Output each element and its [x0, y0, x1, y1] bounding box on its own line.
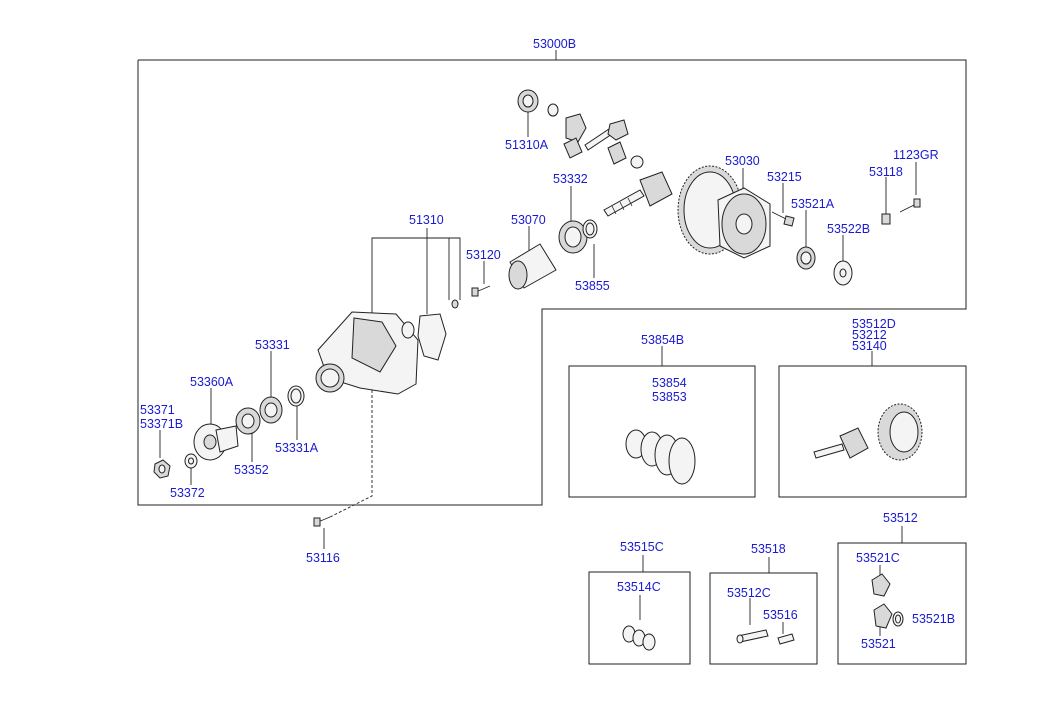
- label-53522B[interactable]: 53522B: [827, 222, 870, 236]
- flange-53360A-part[interactable]: [193, 423, 239, 461]
- label-53518[interactable]: 53518: [751, 542, 786, 556]
- label-53118[interactable]: 53118: [869, 165, 903, 179]
- washer-53372-part[interactable]: [184, 453, 198, 469]
- part-labels: 53000B 51310A 53332 53030 53215 1123GR 5…: [140, 37, 955, 651]
- label-53030[interactable]: 53030: [725, 154, 760, 168]
- label-53521[interactable]: 53521: [861, 637, 896, 651]
- gear-set-53512D-part[interactable]: [813, 403, 923, 461]
- label-53853[interactable]: 53853: [652, 390, 687, 404]
- label-53360A[interactable]: 53360A: [190, 375, 234, 389]
- label-53120[interactable]: 53120: [466, 248, 501, 262]
- box-53512D: [778, 365, 967, 498]
- label-53331A[interactable]: 53331A: [275, 441, 319, 455]
- label-53855[interactable]: 53855: [575, 279, 610, 293]
- side-gear-53521-part[interactable]: [873, 603, 893, 629]
- label-53521A[interactable]: 53521A: [791, 197, 835, 211]
- main-assembly-frame: [137, 59, 967, 506]
- bolt-53116-part[interactable]: [313, 516, 331, 527]
- nut-53371-part[interactable]: [153, 459, 171, 479]
- shim-53855-part[interactable]: [582, 219, 598, 239]
- label-1123GR[interactable]: 1123GR: [893, 148, 939, 162]
- washers-53514C-part[interactable]: [622, 625, 656, 651]
- spacer-53070-part[interactable]: [508, 243, 557, 290]
- label-51310A[interactable]: 51310A: [505, 138, 549, 152]
- label-53521C[interactable]: 53521C: [856, 551, 900, 565]
- box-53515C: [588, 571, 691, 665]
- bearing-53332-part[interactable]: [558, 220, 588, 254]
- label-53512D[interactable]: 53512D: [852, 317, 896, 331]
- shim-set-53854B-part[interactable]: [625, 429, 696, 485]
- ring-gear-case-53030-part[interactable]: [677, 165, 771, 259]
- label-53854[interactable]: 53854: [652, 376, 687, 390]
- thrust-washer-53521B-part[interactable]: [892, 611, 904, 627]
- bracket-53118-part[interactable]: [881, 213, 891, 225]
- label-53854B[interactable]: 53854B: [641, 333, 684, 347]
- carrier-housing-51310-part[interactable]: [315, 311, 419, 395]
- label-53212[interactable]: 53212: [852, 328, 887, 342]
- label-53512C[interactable]: 53512C: [727, 586, 771, 600]
- label-53515C[interactable]: 53515C: [620, 540, 664, 554]
- cap-bolt-part[interactable]: [451, 299, 459, 309]
- label-53372[interactable]: 53372: [170, 486, 205, 500]
- label-53331[interactable]: 53331: [255, 338, 290, 352]
- label-53332[interactable]: 53332: [553, 172, 588, 186]
- oil-seal-part[interactable]: [517, 89, 539, 113]
- box-53518: [709, 572, 818, 665]
- label-53116[interactable]: 53116: [306, 551, 340, 565]
- pinion-gear-left-part[interactable]: [563, 137, 583, 159]
- pinion-gear-53521C-part[interactable]: [871, 573, 891, 597]
- label-53514C[interactable]: 53514C: [617, 580, 661, 594]
- seal-53352-part[interactable]: [235, 407, 261, 435]
- washer-53522B-part[interactable]: [833, 260, 853, 286]
- label-53140[interactable]: 53140: [852, 339, 887, 353]
- bolt-53120-part[interactable]: [471, 285, 491, 297]
- side-gear-right-part[interactable]: [607, 119, 629, 141]
- label-53516[interactable]: 53516: [763, 608, 798, 622]
- bearing-cap-part[interactable]: [417, 313, 447, 361]
- label-53512[interactable]: 53512: [883, 511, 918, 525]
- lock-pin-53516-part[interactable]: [777, 633, 795, 645]
- thrust-washer-part[interactable]: [547, 103, 559, 117]
- frames: [137, 59, 967, 665]
- label-53352[interactable]: 53352: [234, 463, 269, 477]
- bearing-53521A-part[interactable]: [796, 246, 816, 270]
- bolt-1123GR-part[interactable]: [899, 198, 921, 213]
- label-53000B[interactable]: 53000B: [533, 37, 576, 51]
- label-53371[interactable]: 53371: [140, 403, 175, 417]
- drive-pinion-part[interactable]: [603, 171, 673, 217]
- bearing-53331-part[interactable]: [259, 396, 283, 424]
- shim-53331A-part[interactable]: [287, 385, 305, 407]
- label-53215[interactable]: 53215: [767, 170, 802, 184]
- label-51310[interactable]: 51310: [409, 213, 444, 227]
- bolt-53215-part[interactable]: [771, 211, 795, 227]
- side-gear-upper-part[interactable]: [565, 113, 587, 143]
- label-53521B[interactable]: 53521B: [912, 612, 955, 626]
- pinion-shaft-53512C-part[interactable]: [736, 629, 769, 644]
- label-53070[interactable]: 53070: [511, 213, 546, 227]
- pinion-gear-lower-part[interactable]: [607, 141, 644, 169]
- label-53371B[interactable]: 53371B: [140, 417, 183, 431]
